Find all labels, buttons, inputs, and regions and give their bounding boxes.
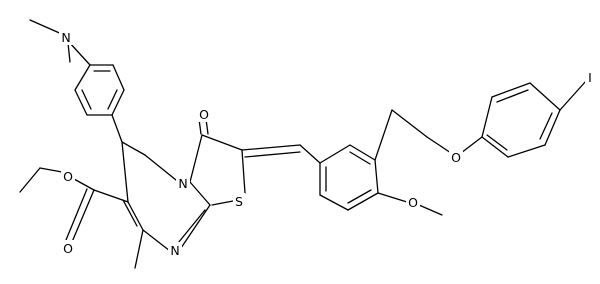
bond-c7-c6 [127, 201, 144, 231]
bond-oether-ch2 [39, 167, 63, 173]
bond-aryl2-inner-a [349, 151, 371, 165]
bond-ccarbonyl-oether [73, 178, 95, 191]
atom-o-ether-link: O [451, 150, 461, 165]
bond-ccarbonyl-o-inner [65, 188, 88, 241]
bond-ch2b-o [426, 136, 452, 154]
bond-aryl1-c5 [111, 114, 123, 143]
bond-aryl3-inner-a [496, 89, 529, 103]
bond-c3-c2 [201, 134, 243, 151]
atom-o-methoxy: O [408, 195, 418, 210]
bond-layer [19, 19, 587, 269]
bond-c7-methyl [134, 229, 144, 269]
bond-omethoxy-ch3 [418, 204, 443, 216]
bond-nring-c3 [189, 134, 203, 183]
bond-nimine-c7 [142, 229, 171, 252]
bond-c7-c6-inner [122, 199, 138, 227]
bond-c8a-nimine-inner [177, 209, 206, 244]
bond-s-c8a [211, 200, 234, 206]
bond-aryl1-6 [74, 64, 91, 91]
bond-aryl3-2 [491, 82, 531, 98]
atom-n-imine: N [170, 243, 179, 258]
bond-aryl2-omethoxy [377, 192, 408, 203]
bond-aryl3-inner-b [539, 112, 553, 140]
bond-aryl3-3 [529, 82, 561, 111]
bond-aryl2-5 [319, 194, 349, 211]
bond-c2-s [241, 149, 246, 194]
atom-s-ring: S [235, 194, 243, 209]
bond-aryl1-5 [74, 89, 88, 116]
bond-n-methyl-b [67, 42, 71, 63]
bond-ccarbonyl-o [71, 189, 95, 243]
bond-aryl3-inner-c [486, 134, 508, 151]
bond-o-aryl3 [460, 136, 483, 154]
bond-c2-ch-inner [244, 151, 301, 158]
bond-aryl2-ch2 [374, 109, 393, 161]
bond-c5-nring [144, 154, 177, 181]
bond-aryl1-2 [112, 64, 125, 91]
bond-aryl2-3 [374, 159, 379, 194]
bond-aryl2-inner-b [347, 189, 372, 204]
bond-c5-n4 [121, 141, 146, 156]
bond-aryl3-6 [481, 136, 509, 158]
bond-nring-c8a [189, 181, 211, 206]
bond-aryl3-4 [544, 109, 561, 146]
bond-ch-aryl2 [299, 144, 321, 164]
atom-n-ring: N [178, 176, 187, 191]
bond-aryl1-inner-b [107, 89, 118, 110]
bond-ch2-ch2b [391, 109, 428, 138]
atom-o-ester-carbonyl: O [63, 241, 73, 256]
bond-aryl2-2 [349, 144, 376, 161]
bond-aryl1-3 [111, 89, 125, 116]
bond-ch2-ch3 [19, 167, 41, 193]
bond-c2-ch [241, 144, 301, 151]
bond-aryl2-1 [319, 144, 351, 164]
atom-iodine: I [588, 70, 592, 85]
bond-c6-ccarbonyl [93, 189, 129, 203]
atom-label-layer: N O N S N O O O O I [59, 30, 595, 258]
atom-n-dimethylamino: N [61, 30, 70, 45]
bond-n-aryl [68, 41, 91, 66]
atom-o-ketone: O [199, 107, 209, 122]
atom-o-ester-ether: O [63, 169, 73, 184]
bond-aryl3-1 [481, 96, 493, 138]
bond-aryl1-inner-c [81, 89, 92, 110]
bond-aryl2-4 [347, 192, 379, 211]
bond-c8a-nimine [180, 204, 211, 249]
bond-c6-c5 [121, 141, 129, 203]
bond-aryl3-iodine [559, 80, 587, 111]
bond-aryl3-5 [507, 144, 546, 158]
bond-n-methyl-a [29, 19, 65, 36]
